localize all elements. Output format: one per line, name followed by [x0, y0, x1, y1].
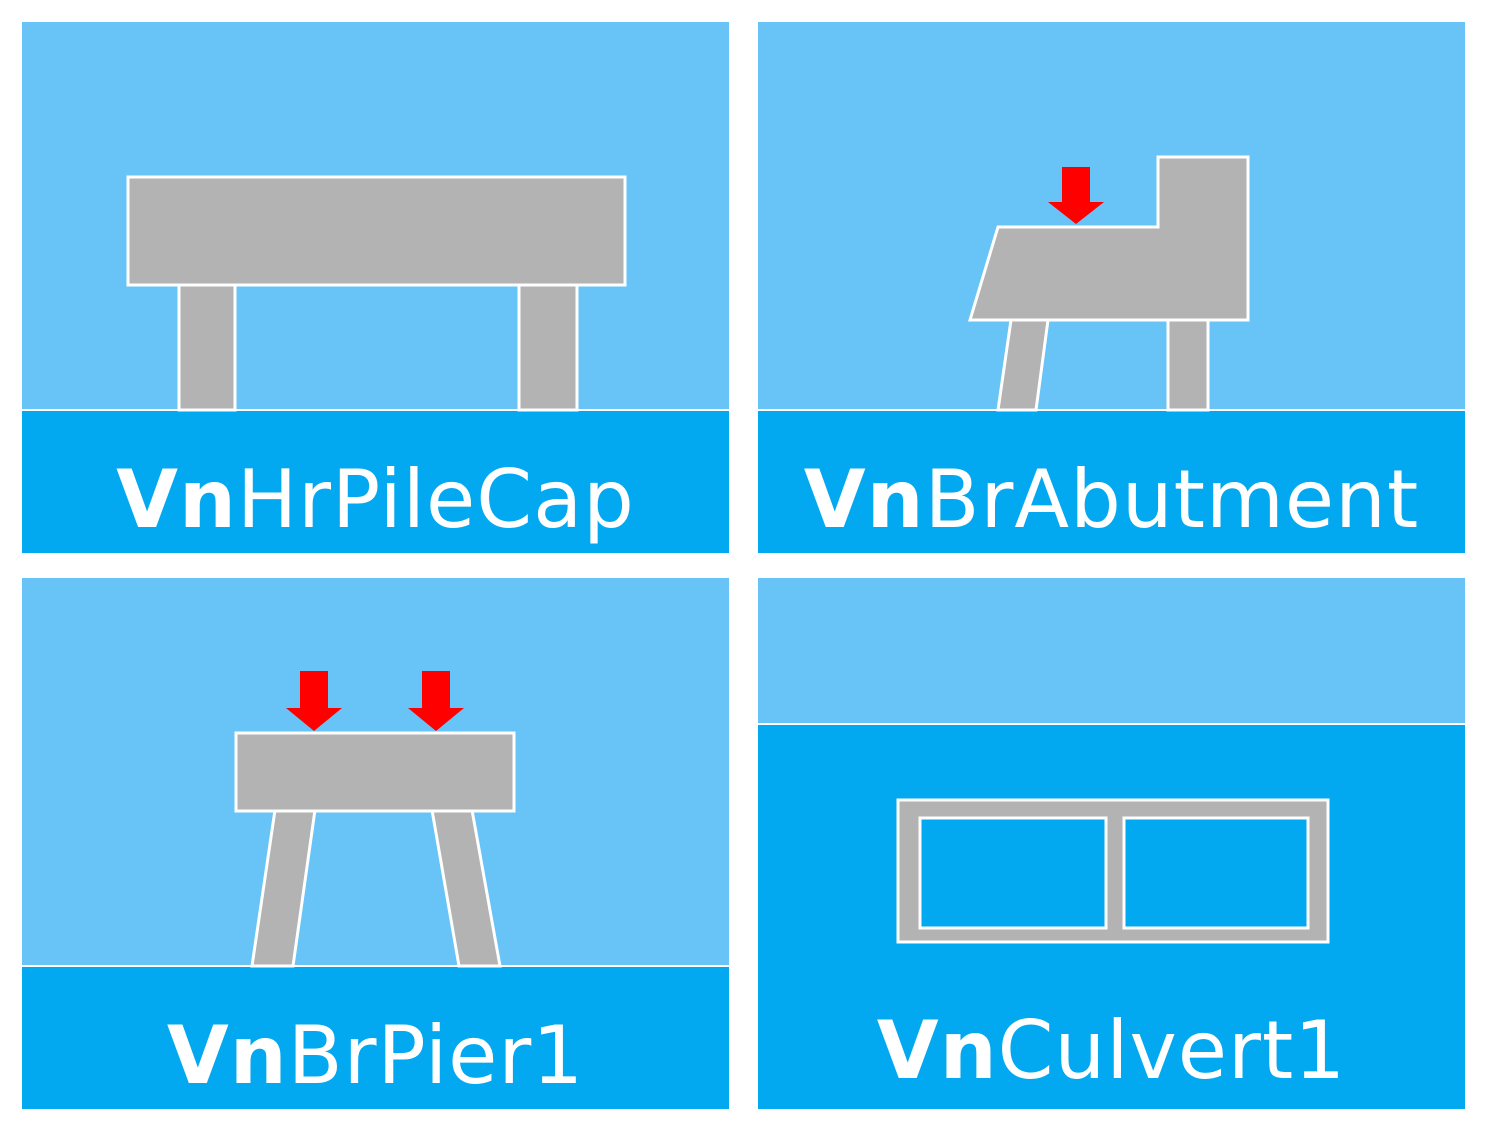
label-prefix: Vn: [166, 1009, 288, 1102]
pile-left: [177, 282, 237, 412]
pier-cap: [234, 731, 516, 813]
label-prefix: Vn: [803, 453, 925, 546]
abutment-body: [967, 155, 1250, 322]
tile-br-pier1[interactable]: VnBrPier1: [22, 578, 729, 1109]
ground-area: [22, 410, 729, 553]
tile-culvert1[interactable]: VnCulvert1: [758, 578, 1465, 1109]
label-suffix: HrPileCap: [237, 453, 635, 546]
load-arrow-icon: [1048, 167, 1104, 224]
sky-area: [758, 578, 1465, 724]
label-suffix: BrPier1: [287, 1009, 585, 1102]
culvert-cell-right: [1122, 816, 1310, 930]
label-suffix: BrAbutment: [924, 453, 1420, 546]
tile-label: VnCulvert1: [758, 1011, 1465, 1091]
pile-right: [517, 282, 579, 412]
load-arrow-left-icon: [286, 671, 342, 731]
culvert-cell-left: [918, 816, 1108, 930]
tile-label: VnHrPileCap: [22, 460, 729, 540]
hr-pile-cap-diagram: [22, 22, 729, 553]
sky-area: [758, 22, 1465, 410]
tile-label: VnBrAbutment: [758, 460, 1465, 540]
tile-br-abutment[interactable]: VnBrAbutment: [758, 22, 1465, 553]
load-arrow-right-icon: [408, 671, 464, 731]
label-prefix: Vn: [876, 1004, 998, 1097]
pile-cap: [126, 175, 627, 287]
label-suffix: Culvert1: [997, 1004, 1347, 1097]
tile-hr-pile-cap[interactable]: VnHrPileCap: [22, 22, 729, 553]
ground-area: [22, 966, 729, 1109]
pile-vertical: [1166, 318, 1210, 412]
br-pier1-diagram: [22, 578, 729, 1109]
ground-area: [758, 410, 1465, 553]
label-prefix: Vn: [116, 453, 237, 546]
tile-label: VnBrPier1: [22, 1016, 729, 1096]
br-abutment-diagram: [758, 22, 1465, 553]
culvert1-diagram: [758, 578, 1465, 1109]
